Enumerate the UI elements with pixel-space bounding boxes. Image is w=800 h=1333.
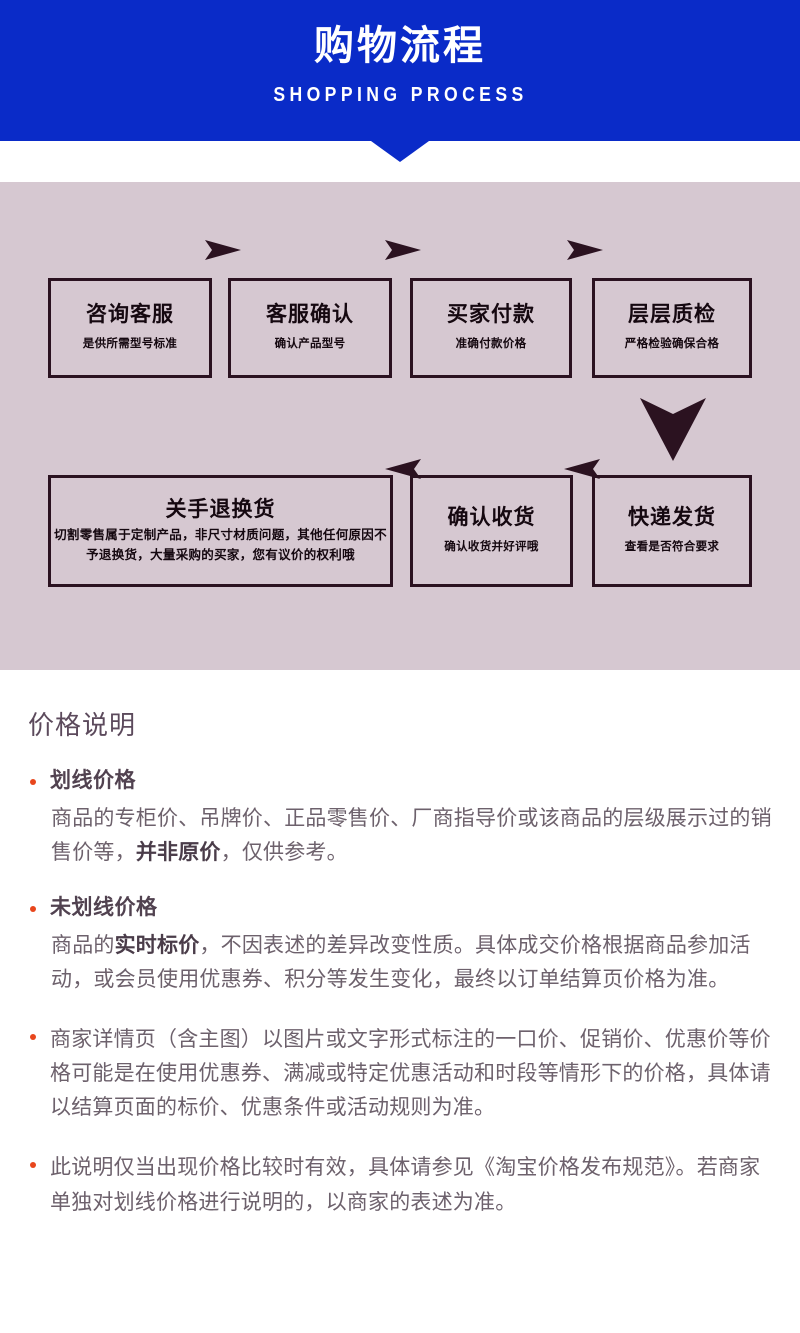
price-explanation-section: 价格说明 划线价格 商品的专柜价、吊牌价、正品零售价、厂商指导价或该商品的层级展… [0, 670, 800, 1219]
flow-step-express-shipping[interactable]: 快递发货 查看是否符合要求 [592, 475, 752, 587]
page-banner: 购物流程 SHOPPING PROCESS [0, 0, 800, 141]
flow-step-desc: 查看是否符合要求 [624, 539, 720, 554]
flow-step-title: 客服确认 [266, 302, 354, 327]
flow-step-title: 买家付款 [447, 302, 535, 327]
price-note-title: 未划线价格 [50, 895, 158, 920]
flow-step-return-exchange[interactable]: 关手退换货 切割零售属于定制产品，非尺寸材质问题，其他任何原因不予退换货，大量采… [48, 475, 393, 587]
price-note-body: 商品的实时标价，不因表述的差异改变性质。具体成交价格根据商品参加活动，或会员使用… [51, 928, 776, 996]
price-note-body: 商品的专柜价、吊牌价、正品零售价、厂商指导价或该商品的层级展示过的销售价等，并非… [51, 801, 776, 869]
arrow-left-icon [383, 457, 423, 481]
flow-step-desc: 确认产品型号 [274, 336, 346, 351]
price-note-text: 商家详情页（含主图）以图片或文字形式标注的一口价、促销价、优惠价等价格可能是在使… [50, 1027, 771, 1120]
flow-step-desc: 准确付款价格 [455, 336, 527, 351]
price-note-body-pre: 商品的 [51, 933, 115, 958]
flow-step-confirm-receipt[interactable]: 确认收货 确认收货并好评哦 [410, 475, 573, 587]
price-note-text: 此说明仅当出现价格比较时有效，具体请参见《淘宝价格发布规范》。若商家单独对划线价… [50, 1155, 761, 1214]
flow-step-desc: 是供所需型号标准 [82, 336, 178, 351]
banner-subtitle: SHOPPING PROCESS [272, 84, 528, 106]
price-note-non-strikethrough: 未划线价格 商品的实时标价，不因表述的差异改变性质。具体成交价格根据商品参加活动… [24, 895, 776, 996]
flow-step-quality-check[interactable]: 层层质检 严格检验确保合格 [592, 278, 752, 378]
flow-step-service-confirm[interactable]: 客服确认 确认产品型号 [228, 278, 392, 378]
price-section-heading: 价格说明 [28, 711, 137, 741]
bullet-dot-icon [30, 906, 36, 913]
price-note-body-strong: 并非原价 [135, 840, 221, 865]
shopping-flow-panel: 咨询客服 是供所需型号标准 客服确认 确认产品型号 买家付款 准确付款价格 层层… [0, 182, 800, 670]
price-note-comparison-rule: 此说明仅当出现价格比较时有效，具体请参见《淘宝价格发布规范》。若商家单独对划线价… [24, 1150, 776, 1218]
flow-step-desc: 切割零售属于定制产品，非尺寸材质问题，其他任何原因不予退换货，大量采购的买家，您… [54, 527, 387, 562]
bullet-dot-icon [30, 779, 36, 785]
flow-step-title: 关手退换货 [165, 497, 276, 522]
bullet-dot-icon [30, 1162, 36, 1169]
flow-step-title: 快递发货 [628, 505, 716, 530]
flow-step-title: 确认收货 [447, 505, 536, 530]
arrow-right-icon [383, 238, 423, 262]
arrow-right-icon [565, 238, 605, 262]
arrow-down-icon [637, 395, 709, 463]
banner-notch-triangle [371, 141, 429, 162]
price-note-merchant-detail: 商家详情页（含主图）以图片或文字形式标注的一口价、促销价、优惠价等价格可能是在使… [24, 1022, 776, 1124]
flow-step-desc: 确认收货并好评哦 [444, 539, 539, 554]
price-note-body-strong: 实时标价 [114, 933, 200, 958]
flow-step-buyer-payment[interactable]: 买家付款 准确付款价格 [410, 278, 572, 378]
price-note-body-post: ，不因表述的差异改变性质。具体成交价格根据商品参加活动，或会员使用优惠券、积分等… [51, 933, 751, 992]
arrow-left-icon [562, 457, 602, 481]
price-note-body-post: ，仅供参考。 [220, 840, 348, 865]
flow-step-desc: 严格检验确保合格 [624, 336, 720, 351]
flow-step-title: 咨询客服 [86, 302, 174, 327]
banner-title: 购物流程 [314, 23, 486, 69]
price-note-title: 划线价格 [50, 768, 136, 792]
price-note-strikethrough: 划线价格 商品的专柜价、吊牌价、正品零售价、厂商指导价或该商品的层级展示过的销售… [24, 768, 776, 869]
arrow-right-icon [203, 238, 243, 262]
price-note-body-pre: 商品的专柜价、吊牌价、正品零售价、厂商指导价或该商品的层级展示过的销售价等， [51, 806, 772, 865]
flow-step-title: 层层质检 [628, 302, 716, 327]
bullet-dot-icon [30, 1034, 36, 1041]
flow-step-consult[interactable]: 咨询客服 是供所需型号标准 [48, 278, 212, 378]
